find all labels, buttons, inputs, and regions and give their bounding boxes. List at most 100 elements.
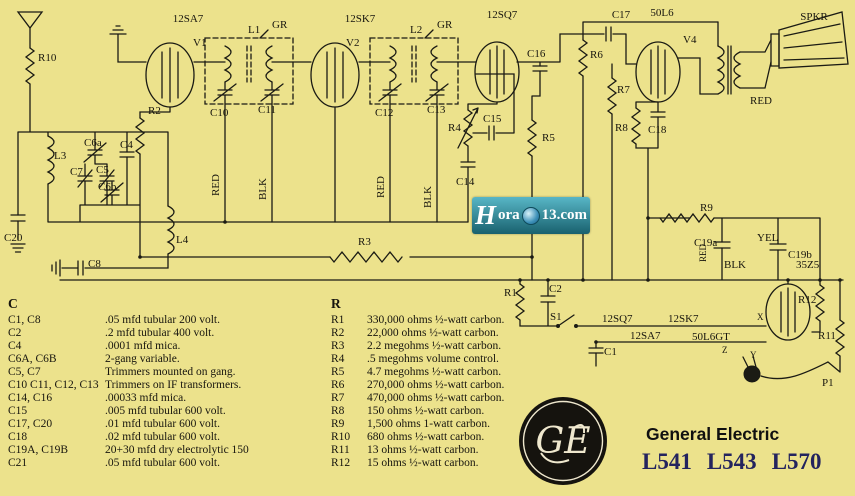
label-c7: C7 — [70, 166, 83, 178]
label-yel: YEL — [757, 232, 779, 244]
if-transformer-1-shield — [204, 37, 294, 105]
part-desc: 270,000 ohms ½-watt carbon. — [367, 379, 505, 391]
part-desc: 470,000 ohms ½-watt carbon. — [367, 392, 505, 404]
cap-c16 — [532, 65, 548, 72]
label-red-output: RED — [750, 95, 772, 107]
label-c16: C16 — [527, 48, 546, 60]
label-r5: R5 — [542, 132, 555, 144]
label-c19a: C19a — [694, 237, 717, 249]
label-r7: R7 — [617, 84, 630, 96]
part-desc: 2-gang variable. — [105, 353, 180, 365]
if1-core — [246, 45, 252, 83]
watermark-ora: ora — [497, 207, 520, 223]
part-desc: 330,000 ohms ½-watt carbon. — [367, 314, 505, 326]
parts-row: C2.2 mfd tubular 400 volt. — [8, 327, 249, 340]
part-desc: .02 mfd tubular 600 volt. — [105, 431, 220, 443]
part-desc: 20+30 mfd dry electrolytic 150 — [105, 444, 249, 456]
label-spkr: SPKR — [800, 11, 828, 23]
output-transformer-primary — [716, 45, 725, 95]
label-r2: R2 — [148, 105, 161, 117]
trimmer-c12 — [378, 83, 402, 102]
coil-l4 — [166, 205, 175, 255]
if2-primary — [388, 45, 397, 83]
cap-c2 — [540, 295, 556, 303]
trimmer-c13 — [425, 83, 449, 102]
watermark-tail: 13.com — [541, 207, 588, 223]
part-desc: .2 mfd tubular 400 volt. — [105, 327, 215, 339]
parts-row: R6 270,000 ohms ½-watt carbon. — [331, 379, 504, 392]
tube-v2-12sk7 — [310, 42, 360, 108]
part-ref: C1, C8 — [8, 314, 41, 326]
output-transformer-secondary — [733, 51, 742, 89]
label-l2: L2 — [410, 24, 422, 36]
trimmer-c11 — [260, 83, 284, 102]
trimmer-c10 — [213, 83, 237, 102]
label-c6b: C6b — [98, 181, 117, 193]
label-r9: R9 — [700, 202, 713, 214]
part-desc: .00033 mfd mica. — [105, 392, 187, 404]
part-ref: R9 — [331, 418, 345, 430]
tube-symbols — [145, 41, 811, 341]
wires — [17, 21, 844, 380]
capacitor-symbols — [10, 26, 787, 354]
part-desc: .05 mfd tubular 600 volt. — [105, 457, 220, 469]
watermark-h: H — [474, 200, 496, 230]
tube-35z5 — [765, 283, 811, 341]
label-c1: C1 — [604, 346, 617, 358]
cap-c6b — [100, 182, 124, 203]
label-blk-rect: BLK — [724, 259, 746, 271]
label-c20: C20 — [4, 232, 23, 244]
part-desc: 13 ohms ½-watt carbon. — [367, 444, 479, 456]
label-pin-z: Z — [722, 345, 728, 355]
cap-c15 — [488, 125, 495, 141]
label-gr1: GR — [272, 19, 288, 31]
tube-v3-12sq7 — [474, 41, 520, 103]
part-desc: .5 megohms volume control. — [367, 353, 499, 365]
part-desc: .0001 mfd mica. — [105, 340, 181, 352]
coil-l3 — [46, 135, 55, 185]
label-c5: C5 — [96, 164, 109, 176]
part-ref: C4 — [8, 340, 22, 352]
parts-row: C14, C16 .00033 mfd mica. — [8, 392, 249, 405]
cap-c8 — [77, 260, 84, 276]
part-ref: C15 — [8, 405, 28, 417]
resistor-r11 — [834, 319, 846, 357]
label-tube-35z5: 35Z5 — [796, 259, 820, 271]
if2-core — [411, 45, 417, 83]
part-ref: R6 — [331, 379, 345, 391]
label-c12: C12 — [375, 107, 393, 119]
part-desc: 680 ohms ½-watt carbon. — [367, 431, 485, 443]
part-ref: R7 — [331, 392, 345, 404]
label-c10: C10 — [210, 107, 229, 119]
cap-c20 — [10, 214, 26, 222]
globe-icon — [521, 206, 540, 225]
part-desc: .005 mfd tubular 600 volt. — [105, 405, 226, 417]
label-l4: L4 — [176, 234, 189, 246]
resistor-r3 — [329, 250, 403, 264]
label-pin-x: X — [757, 312, 764, 322]
parts-row: C4 .0001 mfd mica. — [8, 340, 249, 353]
resistor-r10 — [24, 47, 36, 85]
part-desc: Trimmers mounted on gang. — [105, 366, 236, 378]
label-c2: C2 — [549, 283, 562, 295]
label-blk-if1: BLK — [257, 178, 269, 200]
if1-primary — [223, 45, 232, 83]
label-c18: C18 — [648, 124, 667, 136]
ge-monogram-text: GE — [535, 421, 590, 462]
label-r8: R8 — [615, 122, 628, 134]
ge-monogram-icon: GE — [519, 397, 607, 485]
part-desc: 4.7 megohms ½-watt carbon. — [367, 366, 502, 378]
part-ref: C14, C16 — [8, 392, 53, 404]
label-pin-y: Y — [750, 350, 757, 360]
part-ref: R4 — [331, 353, 345, 365]
part-ref: R3 — [331, 340, 345, 352]
part-ref: R8 — [331, 405, 345, 417]
antenna-symbol — [16, 11, 44, 30]
